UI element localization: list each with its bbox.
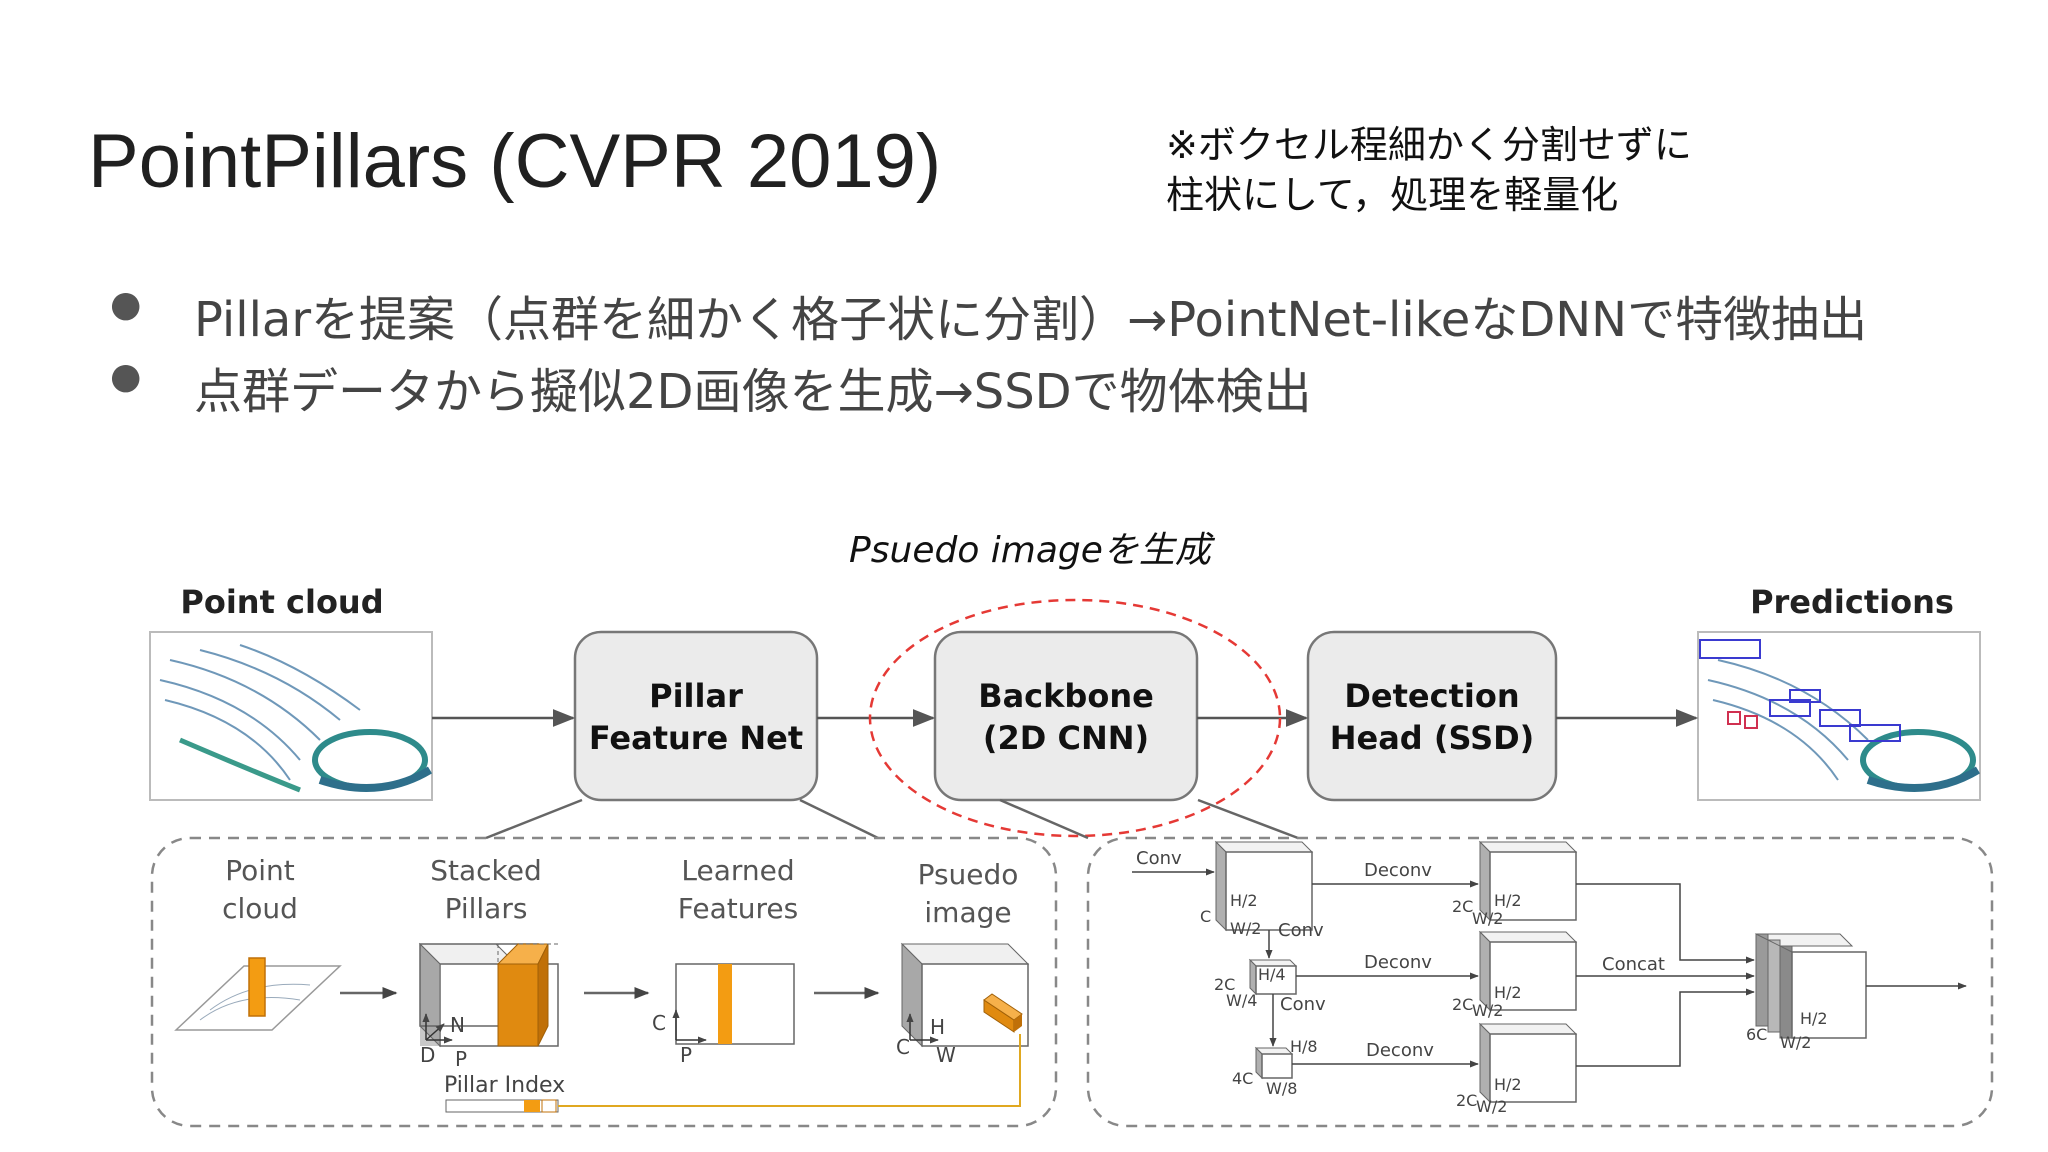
point-cloud-plane bbox=[174, 957, 342, 1031]
pfn-point-cloud-label-2: cloud bbox=[222, 892, 298, 925]
learned-features-label-1: Learned bbox=[681, 854, 794, 887]
learned-features-label-2: Features bbox=[678, 892, 798, 925]
bb-w2-label: W/2 bbox=[1230, 919, 1261, 938]
bb-deconv2-c: 2C bbox=[1452, 995, 1473, 1014]
dim-d-label: D bbox=[420, 1043, 435, 1067]
highlight-ellipse bbox=[868, 598, 1282, 838]
bb-deconv2-h: H/2 bbox=[1494, 983, 1522, 1002]
backbone-network: Conv Conv Conv Deconv Deconv Deconv Conc… bbox=[1132, 840, 1967, 1116]
bb-concat-label: Concat bbox=[1602, 954, 1665, 975]
stacked-pillars-label-1: Stacked bbox=[430, 854, 542, 887]
pseudo-image-cube bbox=[900, 942, 1030, 1048]
bb-w4-label: W/4 bbox=[1226, 991, 1257, 1010]
pfn-point-cloud-label-1: Point bbox=[225, 854, 295, 887]
annotation-text: Psuedo imageを生成 bbox=[849, 530, 1216, 571]
bb-deconv-label-3: Deconv bbox=[1366, 1040, 1434, 1061]
backbone-box: Backbone (2D CNN) bbox=[933, 630, 1199, 802]
pfn-label-line1: Pillar bbox=[649, 677, 743, 715]
bb-deconv-label-1: Deconv bbox=[1364, 860, 1432, 881]
pillar-index-label: Pillar Index bbox=[444, 1073, 565, 1098]
point-cloud-label: Point cloud bbox=[180, 583, 383, 621]
backbone-label-line2: (2D CNN) bbox=[983, 719, 1149, 757]
point-cloud-image bbox=[149, 631, 433, 801]
bb-c-label: C bbox=[1200, 907, 1211, 926]
bb-conv-label-1: Conv bbox=[1136, 848, 1182, 869]
dim-c-label: C bbox=[652, 1011, 666, 1035]
note-line-1: ※ボクセル程細かく分割せずに bbox=[1166, 123, 1692, 167]
bb-6c-label: 6C bbox=[1746, 1025, 1767, 1044]
dim-w-label: W bbox=[936, 1043, 956, 1067]
bullet-text: 点群データから擬似2D画像を生成→SSDで物体検出 bbox=[194, 364, 1312, 420]
bb-deconv3-w: W/2 bbox=[1476, 1097, 1507, 1116]
pillar-feature-net-box: Pillar Feature Net bbox=[573, 630, 819, 802]
dim-h-label: H bbox=[930, 1015, 945, 1039]
pfn-label-line2: Feature Net bbox=[589, 719, 803, 757]
detail-connectors bbox=[485, 798, 1299, 840]
slide-title: PointPillars (CVPR 2019) bbox=[88, 119, 942, 204]
bb-concat-h: H/2 bbox=[1800, 1009, 1828, 1028]
bb-deconv1-w: W/2 bbox=[1472, 909, 1503, 928]
stacked-pillars-cube bbox=[418, 942, 559, 1048]
bb-2c-label: 2C bbox=[1214, 975, 1235, 994]
head-label-line1: Detection bbox=[1344, 677, 1519, 715]
pillar-index-bar bbox=[445, 1034, 1021, 1113]
note-line-2: 柱状にして，処理を軽量化 bbox=[1166, 173, 1619, 217]
bb-deconv1-c: 2C bbox=[1452, 897, 1473, 916]
bb-w8-label: W/8 bbox=[1266, 1079, 1297, 1098]
backbone-label-line1: Backbone bbox=[978, 677, 1154, 715]
pfn-detail-panel bbox=[150, 836, 1058, 1128]
bb-deconv1-h: H/2 bbox=[1494, 891, 1522, 910]
bullet-dot-icon: ● bbox=[110, 356, 142, 397]
pseudo-image-label-1: Psuedo bbox=[918, 858, 1019, 891]
head-label-line2: Head (SSD) bbox=[1330, 719, 1535, 757]
bb-h8-label: H/8 bbox=[1290, 1037, 1318, 1056]
bb-4c-label: 4C bbox=[1232, 1069, 1253, 1088]
predictions-label: Predictions bbox=[1750, 583, 1954, 621]
dim-p2-label: P bbox=[680, 1043, 692, 1067]
bullet-dot-icon: ● bbox=[110, 284, 142, 325]
slide-note: ※ボクセル程細かく分割せずに 柱状にして，処理を軽量化 bbox=[1166, 120, 1692, 220]
bb-h2-label: H/2 bbox=[1230, 891, 1258, 910]
detection-head-box: Detection Head (SSD) bbox=[1306, 630, 1558, 802]
bb-deconv3-c: 2C bbox=[1456, 1091, 1477, 1110]
backbone-detail-panel bbox=[1086, 836, 1994, 1128]
bb-conv-label-2: Conv bbox=[1278, 920, 1324, 941]
predictions-image bbox=[1697, 631, 1981, 801]
dim-n-label: N bbox=[450, 1013, 465, 1037]
stacked-pillars-label-2: Pillars bbox=[445, 892, 528, 925]
bb-h4-label: H/4 bbox=[1258, 965, 1286, 984]
dim-c2-label: C bbox=[896, 1035, 910, 1059]
bb-deconv-label-2: Deconv bbox=[1364, 952, 1432, 973]
bullet-text: Pillarを提案（点群を細かく格子状に分割）→PointNet-likeなDN… bbox=[194, 292, 1868, 348]
bb-concat-w: W/2 bbox=[1780, 1033, 1811, 1052]
pseudo-image-label-2: image bbox=[924, 896, 1011, 929]
bb-conv-label-3: Conv bbox=[1280, 994, 1326, 1015]
bb-deconv2-w: W/2 bbox=[1472, 1001, 1503, 1020]
learned-features-grid bbox=[672, 963, 795, 1045]
bb-deconv3-h: H/2 bbox=[1494, 1075, 1522, 1094]
dim-p-label: P bbox=[455, 1047, 467, 1071]
